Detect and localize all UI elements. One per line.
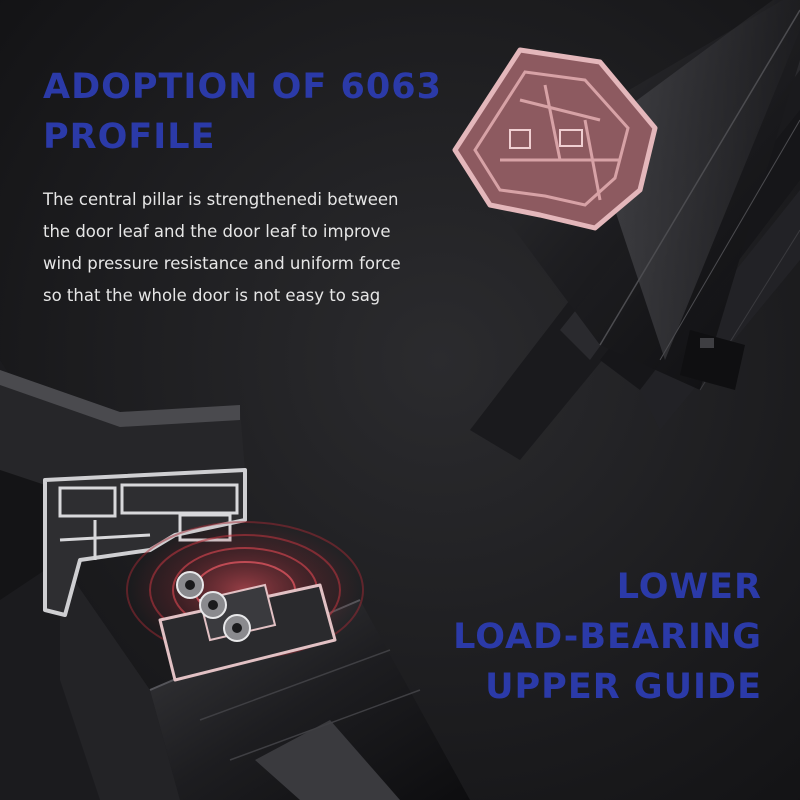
headline-bottom-line-3: UPPER GUIDE	[485, 667, 762, 707]
headline-bottom: LOWER LOAD-BEARING UPPER GUIDE	[453, 562, 762, 712]
body-copy-line-2: the door leaf and the door leaf to impro…	[43, 222, 391, 241]
body-copy-line-4: so that the whole door is not easy to sa…	[43, 286, 381, 305]
upper-profile-cross-section	[452, 47, 658, 231]
body-copy-line-3: wind pressure resistance and uniform for…	[43, 254, 401, 273]
headline-top-line-2: PROFILE	[43, 117, 216, 157]
body-copy: The central pillar is strengthenedi betw…	[43, 184, 463, 312]
body-copy-line-1: The central pillar is strengthenedi betw…	[43, 190, 399, 209]
upper-profile	[455, 0, 800, 460]
headline-bottom-line-2: LOAD-BEARING	[453, 617, 762, 657]
lower-profile	[0, 360, 470, 800]
headline-bottom-line-1: LOWER	[616, 567, 762, 607]
headline-top-line-1: ADOPTION OF 6063	[43, 67, 442, 107]
roller-guide	[158, 571, 337, 682]
